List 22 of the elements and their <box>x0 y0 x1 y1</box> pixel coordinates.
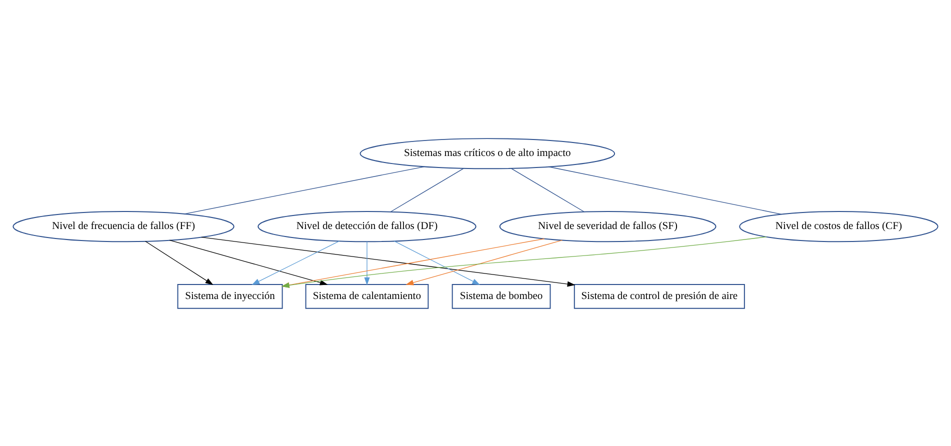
connector <box>390 168 464 212</box>
arrow <box>281 238 545 288</box>
node-ellipse: Nivel de frecuencia de fallos (FF) <box>12 210 234 242</box>
node-box: Sistema de inyección <box>177 284 283 308</box>
node-box: Sistema de control de presión de aire <box>574 284 745 308</box>
node-ellipse: Sistemas mas críticos o de alto impacto <box>360 138 616 169</box>
connector <box>510 168 585 212</box>
connector <box>184 166 425 214</box>
arrow <box>364 240 370 285</box>
arrow <box>252 240 340 284</box>
node-ellipse: Nivel de detección de fallos (DF) <box>258 210 476 242</box>
node-ellipse: Nivel de costos de fallos (CF) <box>739 210 938 242</box>
arrow <box>145 240 214 285</box>
node-box: Sistema de bombeo <box>452 284 551 308</box>
arrow <box>169 239 328 285</box>
node-box: Sistema de calentamiento <box>305 284 429 308</box>
arrow <box>281 236 767 288</box>
node-ellipse: Nivel de severidad de fallos (SF) <box>499 210 716 242</box>
arrow <box>406 239 563 285</box>
arrow <box>394 240 480 284</box>
arrow <box>201 236 576 286</box>
connector <box>548 166 782 214</box>
